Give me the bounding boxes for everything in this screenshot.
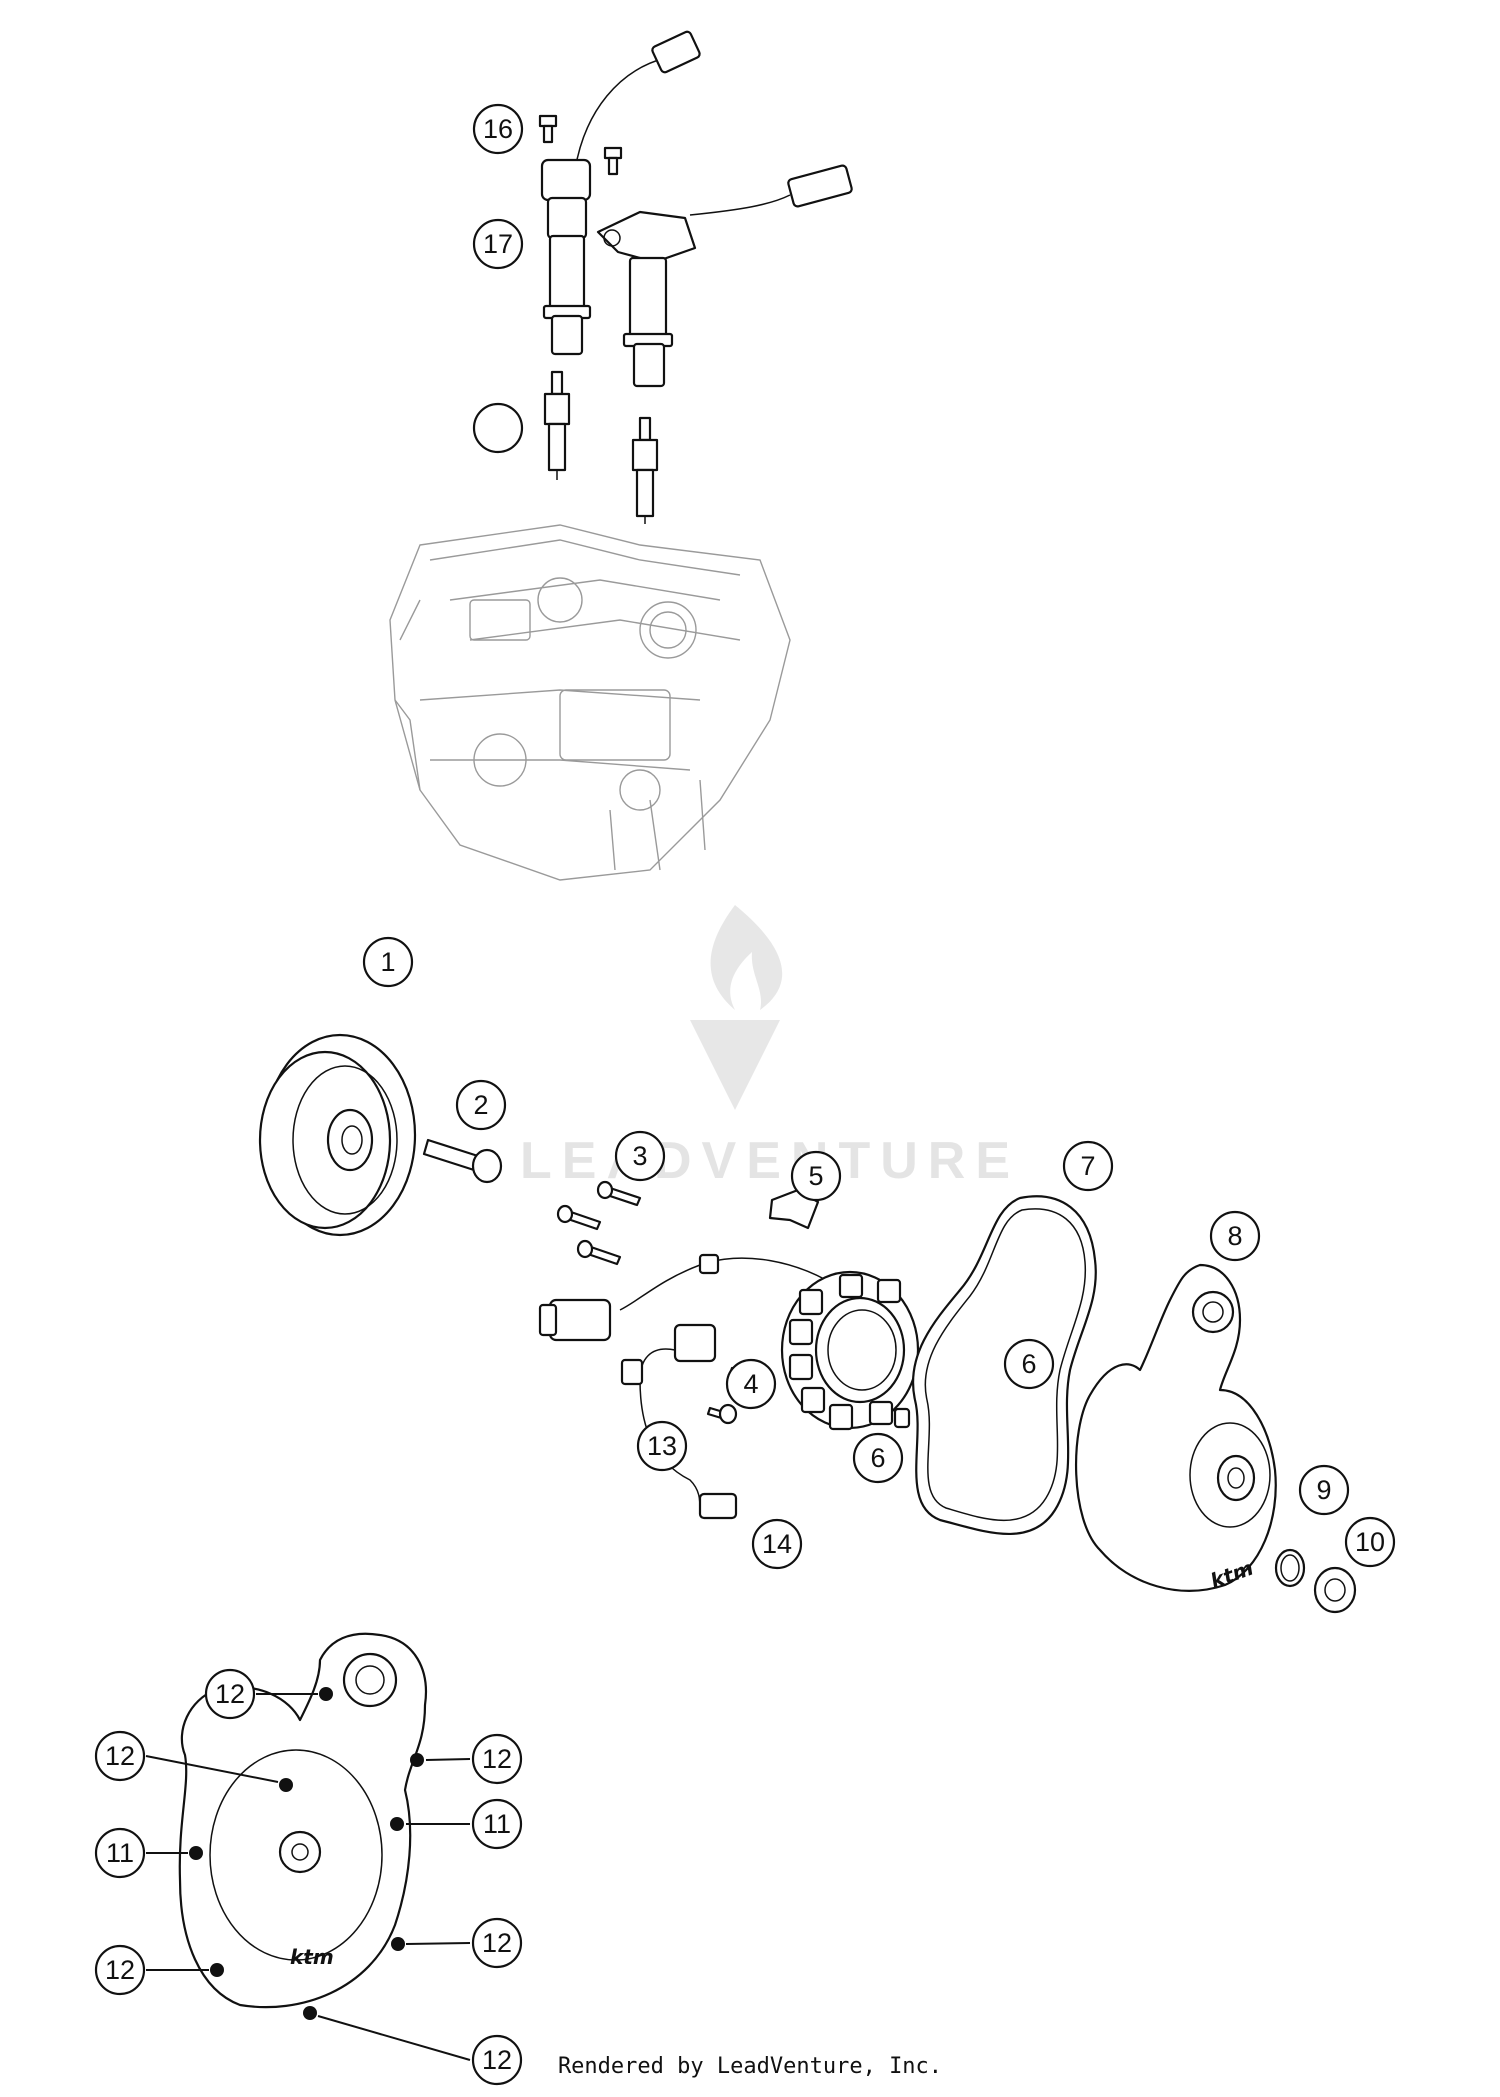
- svg-text:11: 11: [483, 1809, 511, 1839]
- callout-10: 10: [1344, 1516, 1396, 1568]
- detail-callout-12-lower-left: 12: [94, 1944, 146, 1996]
- spark-plug-left: [543, 370, 571, 480]
- watermark-logo: LEADVENTURE: [520, 905, 1020, 1190]
- callout-9: 9: [1298, 1464, 1350, 1516]
- callout-8: 8: [1209, 1210, 1261, 1262]
- bolt-15-a: [538, 114, 558, 144]
- svg-text:11: 11: [106, 1838, 134, 1868]
- detail-callout-12-top: 12: [204, 1668, 256, 1720]
- stator-screws: [556, 1180, 642, 1266]
- engine-block: [389, 524, 791, 881]
- bolt-dot-12c: [410, 1753, 424, 1767]
- callout-5: 5: [790, 1150, 842, 1202]
- dowel-pin-b: [893, 1407, 911, 1429]
- callout-4: 4: [725, 1358, 777, 1410]
- callout-15: 16: [472, 103, 524, 155]
- flywheel-bolt: [422, 1138, 503, 1184]
- bolt-dot-12a: [319, 1687, 333, 1701]
- bolt-dot-11a: [189, 1846, 203, 1860]
- ignition-coil-right: [596, 164, 853, 388]
- bolt-15-b: [603, 146, 623, 176]
- detail-callout-12-lower-right: 12: [471, 1917, 523, 1969]
- callout-2: 2: [455, 1079, 507, 1131]
- svg-text:12: 12: [482, 1928, 512, 1958]
- footer-credit: Rendered by LeadVenture, Inc.: [557, 2054, 943, 2079]
- bolt-dot-11b: [390, 1817, 404, 1831]
- callout-13: 13: [636, 1420, 688, 1472]
- generator-cover: ktm: [1074, 1263, 1277, 1593]
- svg-text:12: 12: [105, 1955, 135, 1985]
- cover-plug: [1313, 1566, 1357, 1614]
- detail-leaders: [145, 1693, 471, 2061]
- spark-plug-right: [631, 416, 659, 524]
- bolt-dot-12e: [210, 1963, 224, 1977]
- svg-text:4: 4: [743, 1369, 758, 1399]
- svg-text:3: 3: [632, 1141, 647, 1171]
- stator: [538, 1253, 920, 1431]
- svg-text:7: 7: [1080, 1151, 1095, 1181]
- detail-callout-11-left: 11: [94, 1827, 146, 1879]
- detail-cover-logo: ktm: [290, 1945, 334, 1969]
- svg-text:16: 16: [483, 114, 513, 144]
- svg-text:17: 17: [483, 229, 513, 259]
- svg-text:5: 5: [808, 1161, 823, 1191]
- svg-text:6: 6: [870, 1443, 885, 1473]
- svg-text:14: 14: [762, 1529, 792, 1559]
- callout-16: 17: [472, 218, 524, 270]
- callout-17: [472, 402, 524, 454]
- svg-text:12: 12: [482, 2045, 512, 2075]
- detail-callout-11-right: 11: [471, 1798, 523, 1850]
- watermark-text: LEADVENTURE: [520, 1132, 1020, 1190]
- callout-3: 3: [614, 1130, 666, 1182]
- callout-6-lower: 6: [852, 1432, 904, 1484]
- callout-6-upper: 6: [1003, 1338, 1055, 1390]
- cover-detail-view: ktm: [178, 1632, 427, 2020]
- detail-callout-12-bottom: 12: [471, 2034, 523, 2086]
- o-ring: [1274, 1548, 1306, 1588]
- svg-text:6: 6: [1021, 1349, 1036, 1379]
- svg-text:10: 10: [1355, 1527, 1385, 1557]
- callout-7: 7: [1062, 1140, 1114, 1192]
- callout-1: 1: [362, 936, 414, 988]
- flywheel: [258, 1033, 417, 1237]
- svg-text:1: 1: [380, 947, 395, 977]
- svg-text:12: 12: [105, 1741, 135, 1771]
- svg-text:12: 12: [215, 1679, 245, 1709]
- svg-text:13: 13: [647, 1431, 677, 1461]
- svg-text:12: 12: [482, 1744, 512, 1774]
- svg-text:2: 2: [473, 1090, 488, 1120]
- svg-text:8: 8: [1227, 1221, 1242, 1251]
- detail-callout-12-upper-right: 12: [471, 1733, 523, 1785]
- svg-text:9: 9: [1316, 1475, 1331, 1505]
- callout-14: 14: [751, 1518, 803, 1570]
- ignition-coil-left: [540, 30, 701, 356]
- bolt-dot-12f: [303, 2006, 317, 2020]
- detail-callout-12-upper-left: 12: [94, 1730, 146, 1782]
- bolt-dot-12b: [279, 1778, 293, 1792]
- bolt-dot-12d: [391, 1937, 405, 1951]
- crank-position-sensor: [620, 1323, 738, 1520]
